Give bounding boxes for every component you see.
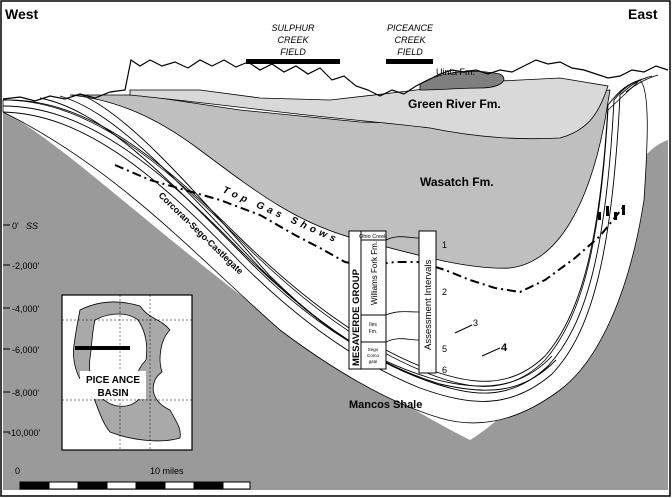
piceance-creek-field-label: PICEANCE CREEK FIELD bbox=[387, 23, 434, 57]
top-gas-shows-line bbox=[114, 164, 626, 294]
mesaverde-group-label: MESAVERDE GROUP bbox=[351, 268, 362, 366]
svg-text:FIELD: FIELD bbox=[280, 47, 306, 57]
svg-text:BASIN: BASIN bbox=[97, 388, 128, 399]
svg-text:Iles: Iles bbox=[369, 322, 377, 328]
scale-start: 0 bbox=[15, 466, 20, 476]
mancos-label: Mancos Shale bbox=[349, 399, 422, 411]
interval-6: 6 bbox=[442, 365, 447, 375]
svg-text:-6,000': -6,000' bbox=[12, 345, 40, 355]
green-river-label: Green River Fm. bbox=[408, 97, 501, 111]
inset-basin-label: PICE ANCE BASIN bbox=[80, 371, 146, 399]
uinta-label: Uinta Fm. bbox=[436, 67, 475, 77]
strata-lines bbox=[2, 74, 659, 402]
sulphur-creek-field-label: SULPHUR CREEK FIELD bbox=[271, 23, 315, 57]
depth-axis bbox=[3, 224, 10, 433]
svg-text:-4,000': -4,000' bbox=[12, 304, 40, 314]
piceance-creek-field-bar bbox=[386, 59, 433, 64]
interval-4: 4 bbox=[501, 342, 508, 354]
svg-text:-2,000': -2,000' bbox=[12, 261, 40, 271]
topography-line bbox=[2, 59, 669, 102]
ohio-creek-label: Ohio Creek bbox=[359, 234, 387, 240]
svg-text:Corco: Corco bbox=[367, 353, 380, 358]
svg-text:PICEANCE: PICEANCE bbox=[387, 23, 434, 33]
interval-1: 1 bbox=[442, 240, 447, 250]
wasatch-label: Wasatch Fm. bbox=[420, 175, 494, 189]
depth-labels: 0' SS -2,000' -4,000' -6,000' -8,000' -1… bbox=[8, 221, 41, 438]
east-label: East bbox=[628, 6, 658, 22]
svg-text:gate: gate bbox=[369, 359, 378, 364]
inset-section-line bbox=[75, 346, 130, 350]
mesaverde-layer bbox=[2, 79, 648, 424]
interval-pointers bbox=[454, 324, 501, 357]
scale-end: 10 miles bbox=[150, 466, 184, 476]
svg-text:Fm.: Fm. bbox=[369, 329, 378, 335]
svg-text:SS: SS bbox=[26, 221, 38, 231]
svg-text:-8,000': -8,000' bbox=[12, 388, 40, 398]
iles-label: Iles Fm. bbox=[369, 322, 378, 335]
svg-text:CREEK: CREEK bbox=[277, 35, 309, 45]
svg-text:0': 0' bbox=[12, 221, 19, 231]
green-river-layer bbox=[129, 77, 609, 140]
scale-bar bbox=[19, 481, 251, 490]
svg-text:CREEK: CREEK bbox=[394, 35, 426, 45]
column-connector bbox=[385, 236, 420, 343]
interval-3: 3 bbox=[473, 318, 478, 328]
svg-text:FIELD: FIELD bbox=[397, 47, 423, 57]
east-flank-markers bbox=[598, 205, 625, 220]
strat-column bbox=[348, 230, 437, 374]
svg-text:Sego: Sego bbox=[368, 347, 379, 352]
assessment-intervals-label: Assessment Intervals bbox=[423, 259, 434, 350]
svg-text:PICE ANCE: PICE ANCE bbox=[86, 375, 140, 386]
uinta-layer bbox=[419, 70, 505, 91]
interval-5: 5 bbox=[442, 344, 447, 354]
williams-fork-label: Williams Fork Fm. bbox=[370, 241, 379, 305]
west-label: West bbox=[5, 6, 39, 22]
svg-text:-10,000': -10,000' bbox=[8, 428, 41, 438]
svg-text:SULPHUR: SULPHUR bbox=[271, 23, 315, 33]
sego-label: Sego Corco gate bbox=[367, 347, 380, 364]
interval-2: 2 bbox=[442, 287, 447, 297]
sulphur-creek-field-bar bbox=[246, 59, 340, 64]
